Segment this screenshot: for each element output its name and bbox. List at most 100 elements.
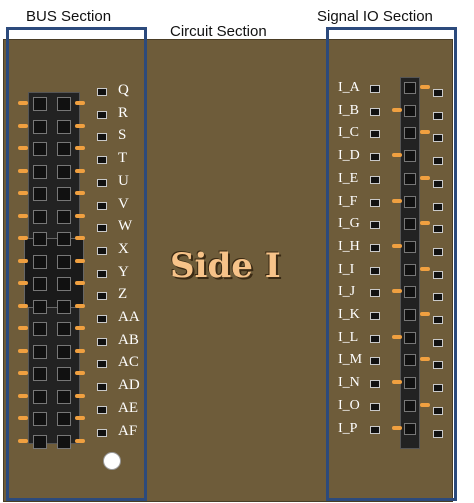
signal-test-pad [370, 153, 380, 162]
bus-pin-contact [75, 303, 85, 308]
signal-pin [404, 240, 416, 253]
bus-signal-label: V [118, 195, 129, 212]
signal-pin-contact [420, 312, 430, 316]
bus-signal-label: AE [118, 399, 138, 416]
signal-side-pad [433, 338, 443, 347]
bus-pin-contact [75, 281, 85, 285]
bus-pin-contact [75, 168, 85, 173]
signal-io-label: I_K [338, 307, 360, 322]
signal-side-pad [433, 134, 443, 143]
signal-pin [404, 422, 416, 435]
bus-pin [33, 164, 47, 179]
bus-pin [57, 164, 71, 179]
side-label: Side I [170, 246, 281, 286]
bus-pin-contact [75, 326, 85, 330]
signal-io-label: I_E [338, 170, 359, 186]
bus-pin-contact [18, 416, 28, 420]
bus-pin-contact [18, 213, 28, 218]
bus-pin-contact [75, 146, 85, 150]
bus-pin-contact [18, 146, 28, 150]
bus-pin [33, 299, 47, 314]
bus-pin-contact [18, 258, 28, 263]
bus-signal-label: AF [118, 422, 138, 439]
bus-test-pad [97, 360, 107, 369]
signal-test-pad [370, 198, 380, 207]
bus-pin [33, 344, 47, 359]
bus-pin-contact [75, 258, 85, 263]
bus-pin [33, 389, 47, 404]
signal-pin-contact [392, 107, 402, 112]
signal-side-pad [433, 225, 443, 234]
signal-pin-contact [392, 425, 402, 430]
bus-test-pad [97, 133, 107, 142]
signal-side-pad [433, 202, 443, 211]
bus-pin [57, 344, 71, 359]
bus-pin-contact [75, 348, 85, 353]
signal-pin [404, 82, 416, 94]
signal-io-label: I_C [338, 125, 359, 141]
bus-test-pad [97, 88, 107, 96]
bus-pin [33, 232, 47, 246]
signal-side-pad [433, 384, 443, 393]
bus-test-pad [97, 201, 107, 210]
bus-pin [57, 187, 71, 201]
signal-pin [404, 104, 416, 117]
bus-pin-contact [75, 416, 85, 420]
signal-pin [404, 263, 416, 276]
signal-pin [404, 286, 416, 299]
bus-pin-contact [18, 168, 28, 173]
signal-test-pad [370, 243, 380, 252]
bus-test-pad [97, 224, 107, 233]
signal-pin-contact [420, 175, 430, 180]
bus-pin-contact [75, 236, 85, 240]
bus-signal-label: AA [118, 309, 140, 325]
signal-pin [404, 127, 416, 140]
signal-side-pad [433, 111, 443, 120]
signal-test-pad [370, 221, 380, 230]
bus-pin [33, 322, 47, 336]
bus-pin-contact [18, 348, 28, 353]
bus-pin-contact [75, 213, 85, 218]
signal-side-pad [433, 406, 443, 415]
bus-pin [57, 434, 71, 449]
bus-signal-label: Y [118, 263, 129, 280]
signal-pin [404, 354, 416, 367]
bus-pin [57, 299, 71, 314]
mounting-hole [103, 452, 121, 470]
bus-signal-label: R [118, 104, 129, 121]
signal-side-pad [433, 270, 443, 279]
signal-pin [404, 195, 416, 208]
bus-pin [33, 277, 47, 291]
bus-test-pad [97, 156, 107, 165]
signal-pin-contact [392, 243, 402, 248]
bus-pin-contact [75, 123, 85, 128]
signal-io-label: I_A [338, 80, 360, 95]
bus-pin [57, 322, 71, 336]
signal-pin [404, 377, 416, 390]
bus-pin [57, 119, 71, 134]
signal-side-pad [433, 179, 443, 188]
bus-test-pad [97, 110, 107, 119]
bus-pin-contact [18, 281, 28, 285]
bus-pin [57, 232, 71, 246]
bus-pin-contact [18, 371, 28, 375]
bus-section-box [6, 27, 147, 501]
signal-io-label: I_H [338, 238, 360, 254]
signal-io-label: I_J [338, 284, 356, 300]
bus-pin [57, 367, 71, 381]
bus-pin [33, 254, 47, 269]
bus-signal-label: S [118, 127, 127, 144]
bus-pin-contact [18, 123, 28, 128]
signal-side-pad [433, 157, 443, 166]
bus-pin [57, 209, 71, 224]
bus-pin [57, 412, 71, 426]
bus-pin [33, 434, 47, 449]
bus-pin [33, 97, 47, 111]
bus-pin-contact [75, 191, 85, 195]
signal-io-label: I_O [338, 397, 360, 413]
bus-signal-label: AB [118, 331, 139, 348]
signal-pin-contact [392, 334, 402, 339]
signal-test-pad [370, 334, 380, 343]
bus-pin [57, 254, 71, 269]
bus-pin-contact [18, 393, 28, 398]
